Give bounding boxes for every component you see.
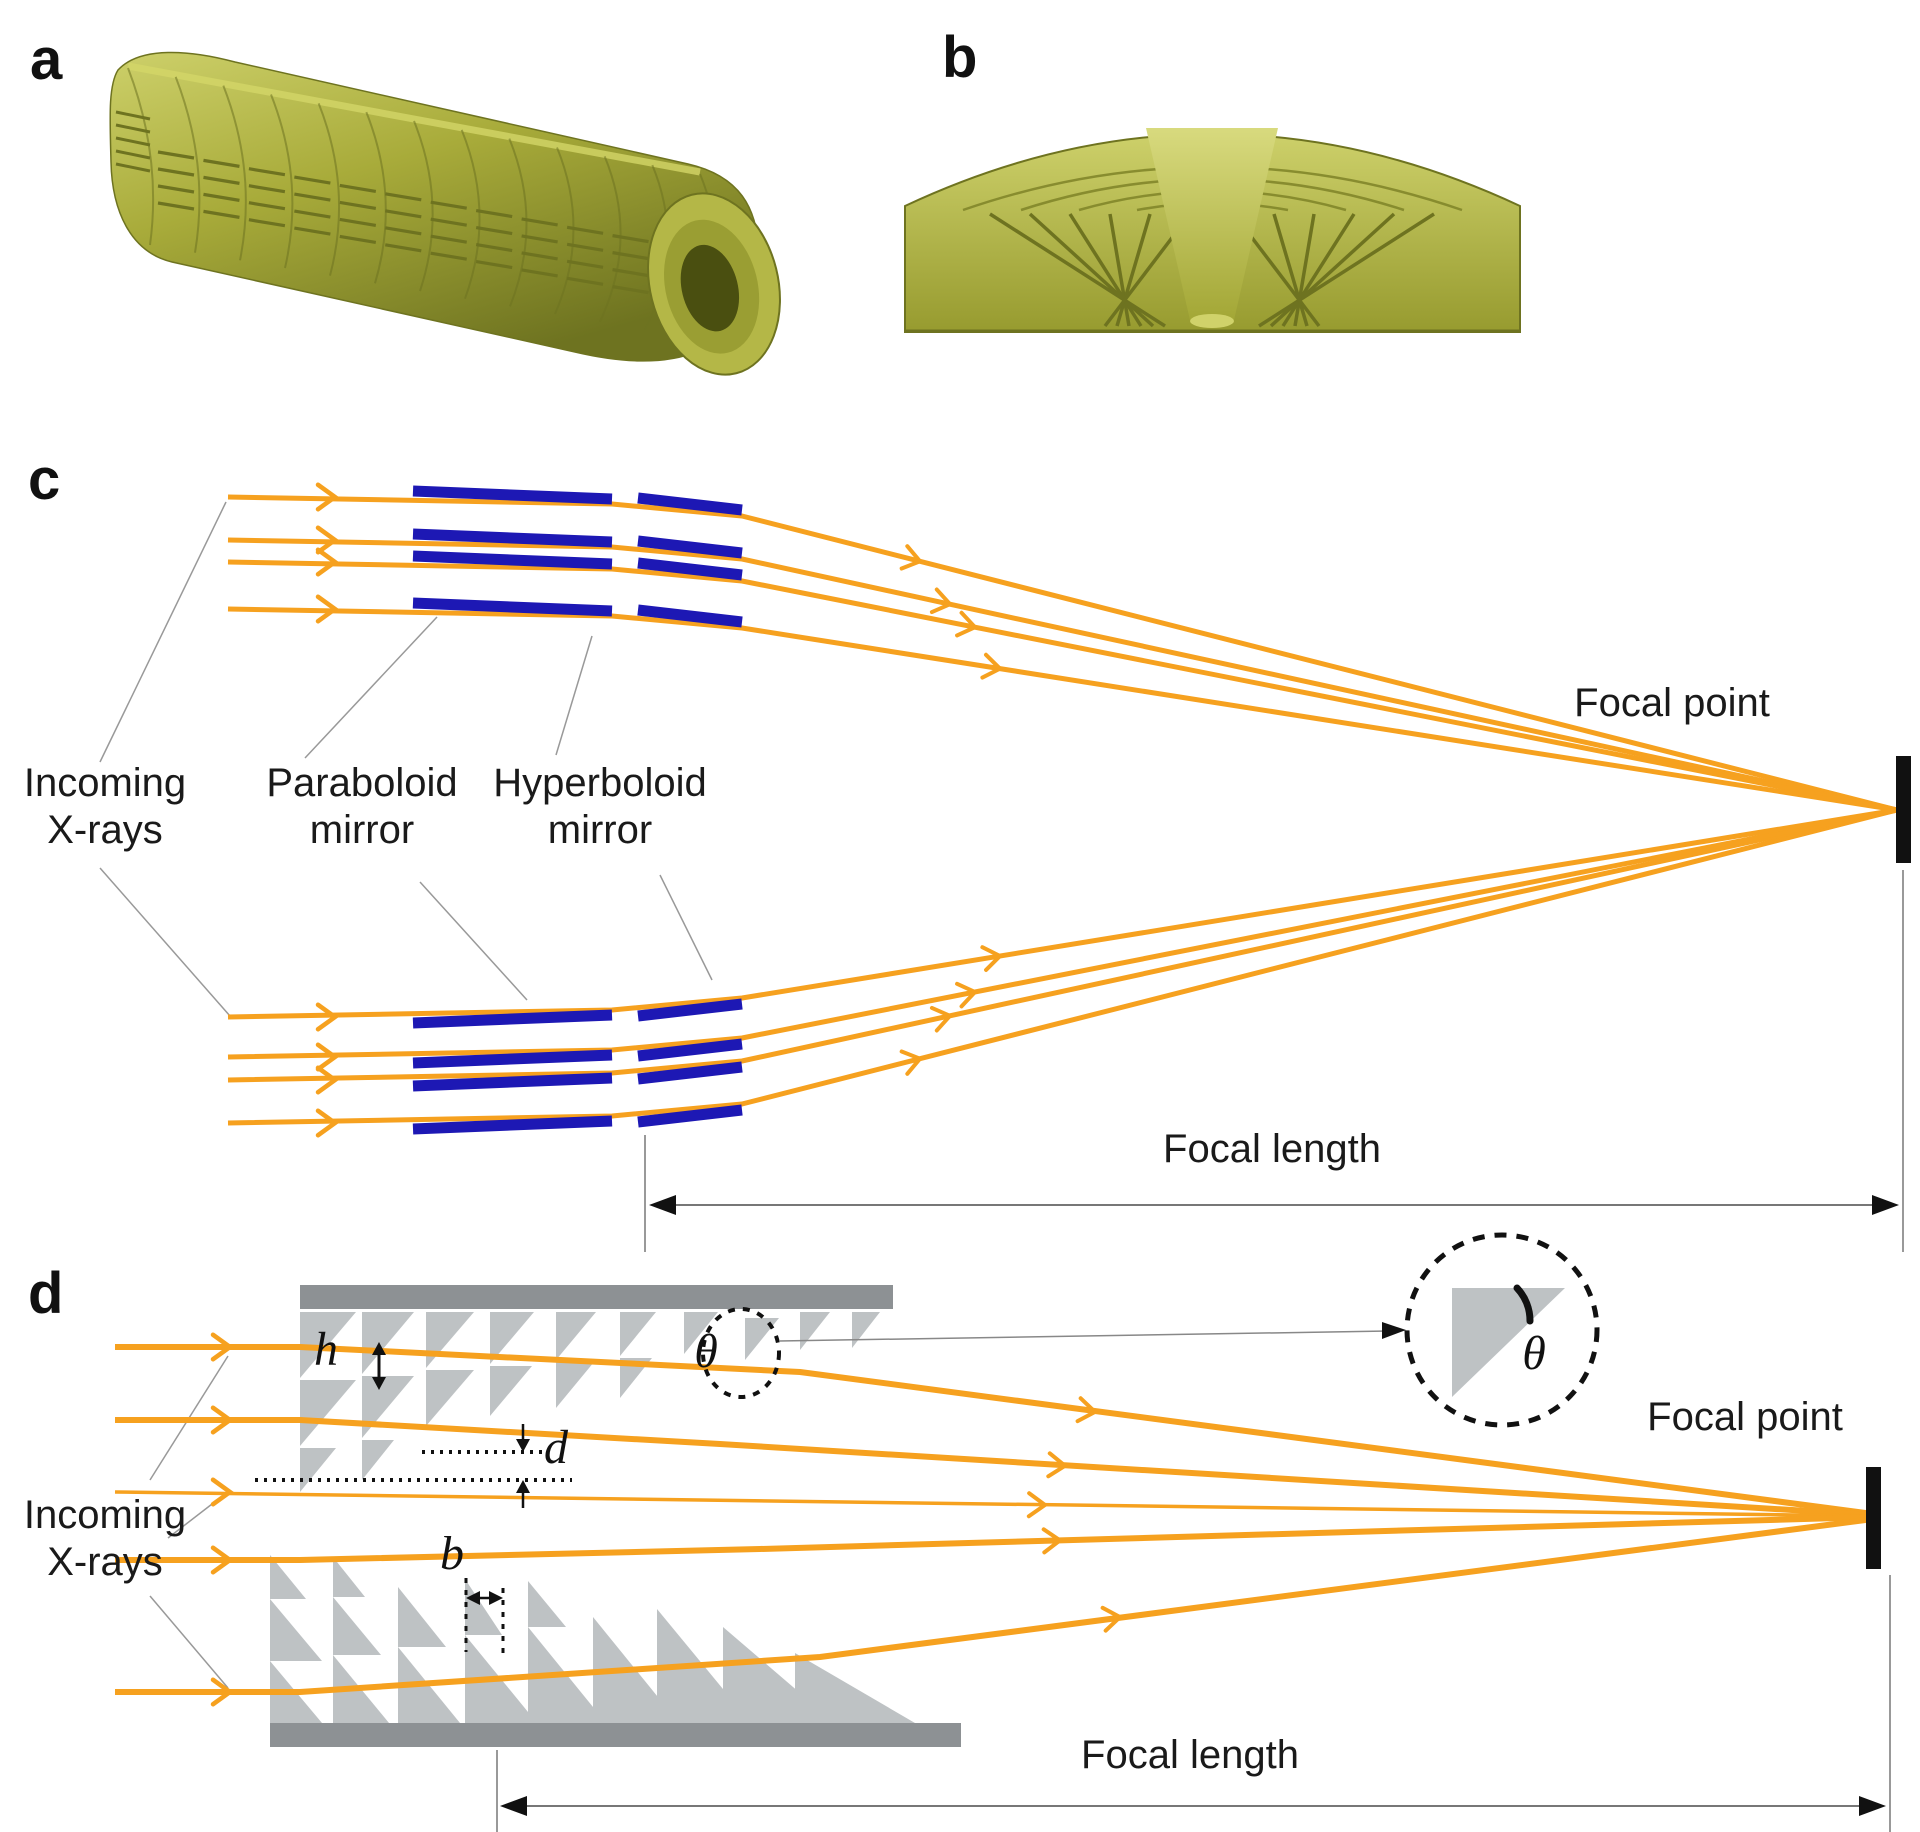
incoming-xrays-label-c: Incoming X-rays: [23, 761, 187, 853]
wolter-bore-opening: [647, 192, 781, 376]
panel-d-letter: d: [28, 1261, 64, 1326]
hyperboloid-mirror-label: Hyperboloid mirror: [493, 761, 707, 853]
theta-small-label: θ: [694, 1325, 718, 1378]
focal-plane-bar-d: [1866, 1467, 1881, 1569]
theta-detail-circle: [701, 1307, 781, 1399]
bottom-substrate-bar: [270, 1723, 961, 1747]
panel-b-letter: b: [942, 25, 978, 90]
dim-b-label: b: [440, 1527, 464, 1580]
paraboloid-mirror-label: Paraboloid mirror: [266, 761, 458, 853]
theta-inset-circle: [1404, 1232, 1600, 1428]
incoming-xrays-label-d: Incoming X-rays: [23, 1493, 187, 1585]
theta-inset-label: θ: [1522, 1327, 1546, 1380]
focal-length-label-c: Focal length: [1163, 1127, 1381, 1171]
focal-point-label-d: Focal point: [1647, 1395, 1843, 1439]
focal-plane-bar-c: [1896, 756, 1911, 863]
dim-h-label: h: [314, 1323, 338, 1376]
top-substrate-bar: [300, 1285, 893, 1309]
dim-d-label: d: [544, 1421, 568, 1474]
focal-point-label-c: Focal point: [1574, 681, 1770, 725]
panel-a-letter: a: [30, 27, 63, 92]
focal-length-label-d: Focal length: [1081, 1733, 1299, 1777]
panel-c-letter: c: [28, 447, 61, 512]
